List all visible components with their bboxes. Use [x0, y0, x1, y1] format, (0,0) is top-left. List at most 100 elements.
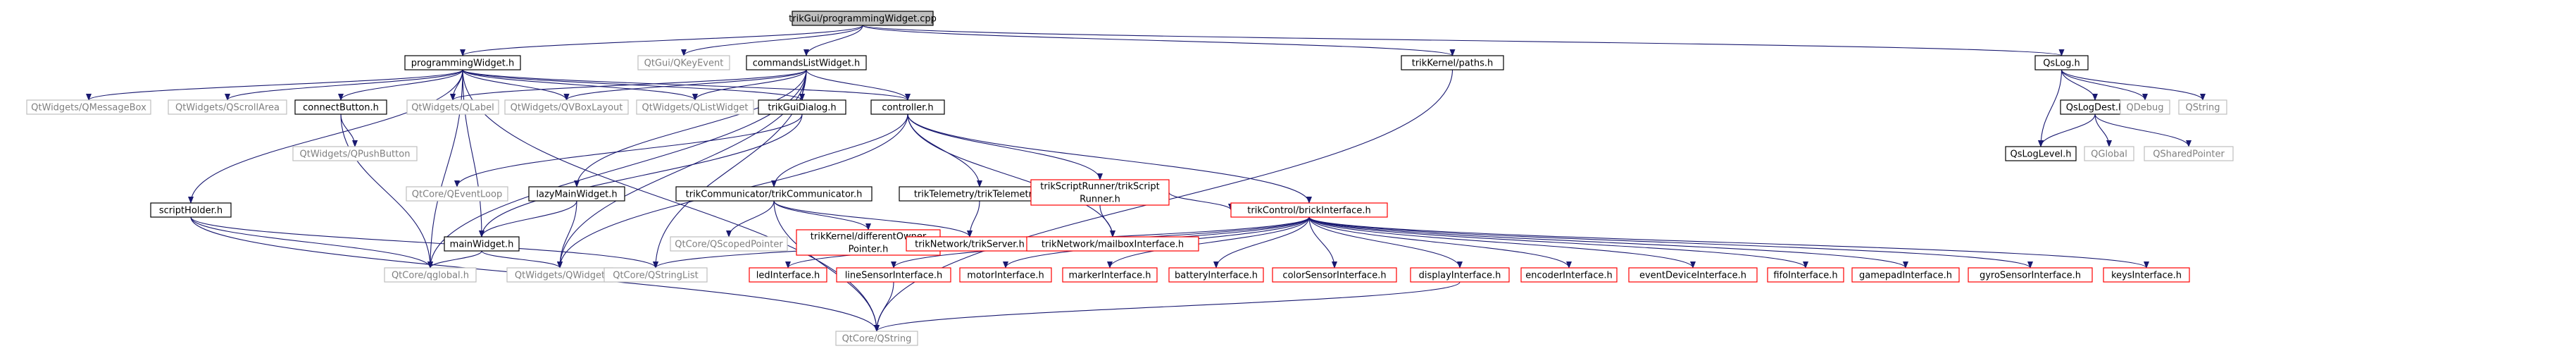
node-qkeyevent[interactable]: QtGui/QKeyEvent — [637, 55, 730, 70]
node-controller[interactable]: controller.h — [870, 99, 945, 115]
node-box — [1030, 179, 1170, 206]
edge-root-to-progw — [460, 25, 863, 56]
node-gamepad[interactable]: gamepadInterface.h — [1851, 267, 1960, 283]
node-keys[interactable]: keysInterface.h — [2103, 267, 2190, 283]
node-triknetserver[interactable]: trikNetwork/trikServer.h — [906, 236, 1034, 252]
node-box — [292, 146, 418, 161]
node-qdebug[interactable]: QDebug — [2120, 99, 2170, 115]
node-qscopedptr[interactable]: QtCore/QScopedPointer — [670, 236, 788, 252]
node-box — [26, 99, 151, 115]
node-box — [1410, 267, 1510, 283]
node-label: scriptHolder.h — [159, 206, 223, 216]
edge-connectbtn-to-qtglobal — [340, 113, 433, 269]
node-connectbtn[interactable]: connectButton.h — [294, 99, 387, 115]
node-label: commandsListWidget.h — [753, 59, 861, 69]
node-qmessagebox[interactable]: QtWidgets/QMessageBox — [26, 99, 151, 115]
edge-trikcomm-to-diffowner — [773, 200, 871, 230]
node-qvboxlayout[interactable]: QtWidgets/QVBoxLayout — [504, 99, 629, 115]
node-label: QString — [2185, 103, 2220, 113]
node-label: ledInterface.h — [756, 271, 820, 281]
node-root[interactable]: trikGui/programmingWidget.cpp — [789, 11, 937, 26]
node-box — [1767, 267, 1844, 283]
node-label: markerInterface.h — [1069, 271, 1151, 281]
edge-brick-to-fifo — [1308, 216, 1808, 269]
node-qstringlist[interactable]: QtCore/QStringList — [604, 267, 708, 283]
node-qsharedptr[interactable]: QSharedPointer — [2144, 146, 2234, 161]
node-qlabel[interactable]: QtWidgets/QLabel — [406, 99, 499, 115]
node-label: colorSensorInterface.h — [1282, 271, 1386, 281]
node-qscrollarea[interactable]: QtWidgets/QScrollArea — [168, 99, 287, 115]
node-eventdevice[interactable]: eventDeviceInterface.h — [1628, 267, 1758, 283]
edge-brick-to-eventdevice — [1308, 216, 1696, 269]
node-fifo[interactable]: fifoInterface.h — [1767, 267, 1844, 283]
node-label: programmingWidget.h — [411, 59, 514, 69]
node-marker[interactable]: markerInterface.h — [1062, 267, 1158, 283]
edge-trikcelem-to-triknetserver — [967, 200, 980, 238]
node-scriptholder[interactable]: scriptHolder.h — [150, 202, 232, 218]
node-box — [637, 55, 730, 70]
node-trikguidialog[interactable]: trikGuiDialog.h — [758, 99, 846, 115]
node-linesensor[interactable]: lineSensorInterface.h — [836, 267, 951, 283]
node-colorsensor[interactable]: colorSensorInterface.h — [1272, 267, 1397, 283]
edge-cmdlist-to-controller — [806, 69, 911, 101]
edge-progw-to-qtstring — [462, 69, 880, 332]
edge-cmdlist-to-qlistwidget — [692, 69, 807, 101]
node-box — [528, 186, 625, 202]
node-qwidget[interactable]: QtWidgets/QWidget — [506, 267, 613, 283]
edge-linesensor-to-qtstring — [874, 281, 894, 332]
edge-progw-to-qvboxlayout — [462, 69, 570, 101]
node-label: QSharedPointer — [2153, 149, 2225, 160]
node-encoder[interactable]: encoderInterface.h — [1520, 267, 1618, 283]
edge-brick-to-display — [1308, 216, 1463, 269]
node-box — [2005, 146, 2077, 161]
node-gyro[interactable]: gyroSensorInterface.h — [1968, 267, 2093, 283]
node-battery[interactable]: batteryInterface.h — [1168, 267, 1264, 283]
edge-lazymain-to-mainwidget — [479, 200, 577, 238]
node-label: QDebug — [2127, 103, 2164, 113]
node-qglobal_plain[interactable]: QGlobal — [2084, 146, 2134, 161]
node-box — [870, 99, 945, 115]
node-lazymain[interactable]: lazyMainWidget.h — [528, 186, 625, 202]
node-box — [758, 99, 846, 115]
node-mainwidget[interactable]: mainWidget.h — [444, 236, 520, 252]
node-qpushbutton[interactable]: QtWidgets/QPushButton — [292, 146, 418, 161]
edge-brick-to-encoder — [1308, 216, 1572, 269]
node-box — [792, 11, 934, 26]
node-label: QtGui/QKeyEvent — [644, 59, 724, 69]
node-label: QGlobal — [2091, 149, 2127, 160]
node-box — [1272, 267, 1397, 283]
node-qtglobal[interactable]: QtCore/qglobal.h — [384, 267, 477, 283]
node-qlistwidget[interactable]: QtWidgets/QListWidget — [636, 99, 754, 115]
node-display[interactable]: displayInterface.h — [1410, 267, 1510, 283]
node-progw[interactable]: programmingWidget.h — [404, 55, 521, 70]
node-qslog[interactable]: QsLog.h — [2034, 55, 2089, 70]
node-label: Runner.h — [1080, 195, 1120, 205]
node-box — [504, 99, 629, 115]
node-qeventloop[interactable]: QtCore/QEventLoop — [406, 186, 508, 202]
node-box — [1520, 267, 1618, 283]
node-trikcelem[interactable]: trikTelemetry/trikTelemetry.h — [899, 186, 1061, 202]
node-motor[interactable]: motorInterface.h — [959, 267, 1052, 283]
node-layer: trikGui/programmingWidget.cpp programming… — [26, 11, 2234, 346]
node-box — [2144, 146, 2234, 161]
node-qslogdest[interactable]: QsLogDest.h — [2060, 99, 2130, 115]
node-trikcomm[interactable]: trikCommunicator/trikCommunicator.h — [675, 186, 873, 202]
node-led[interactable]: ledInterface.h — [749, 267, 827, 283]
node-qtstring[interactable]: QtCore/QString — [835, 331, 918, 346]
node-label: QtCore/qglobal.h — [392, 271, 469, 281]
node-box — [835, 331, 918, 346]
node-label: gyroSensorInterface.h — [1980, 271, 2081, 281]
node-label: encoderInterface.h — [1525, 271, 1613, 281]
node-box — [168, 99, 287, 115]
node-cmdlist[interactable]: commandsListWidget.h — [746, 55, 867, 70]
edge-progw-to-mainwidget — [462, 69, 484, 238]
node-box — [749, 267, 827, 283]
node-paths[interactable]: trikKernel/paths.h — [1401, 55, 1504, 70]
node-scriptrunner[interactable]: trikScriptRunner/trikScriptRunner.h — [1030, 179, 1170, 206]
node-label: QtCore/QEventLoop — [412, 190, 502, 200]
edge-cmdlist-to-lazymain — [574, 69, 807, 187]
node-qsloglevel[interactable]: QsLogLevel.h — [2005, 146, 2077, 161]
node-qstring_plain[interactable]: QString — [2178, 99, 2227, 115]
node-mailbox[interactable]: trikNetwork/mailboxInterface.h — [1026, 236, 1199, 252]
node-brick[interactable]: trikControl/brickInterface.h — [1230, 202, 1388, 218]
